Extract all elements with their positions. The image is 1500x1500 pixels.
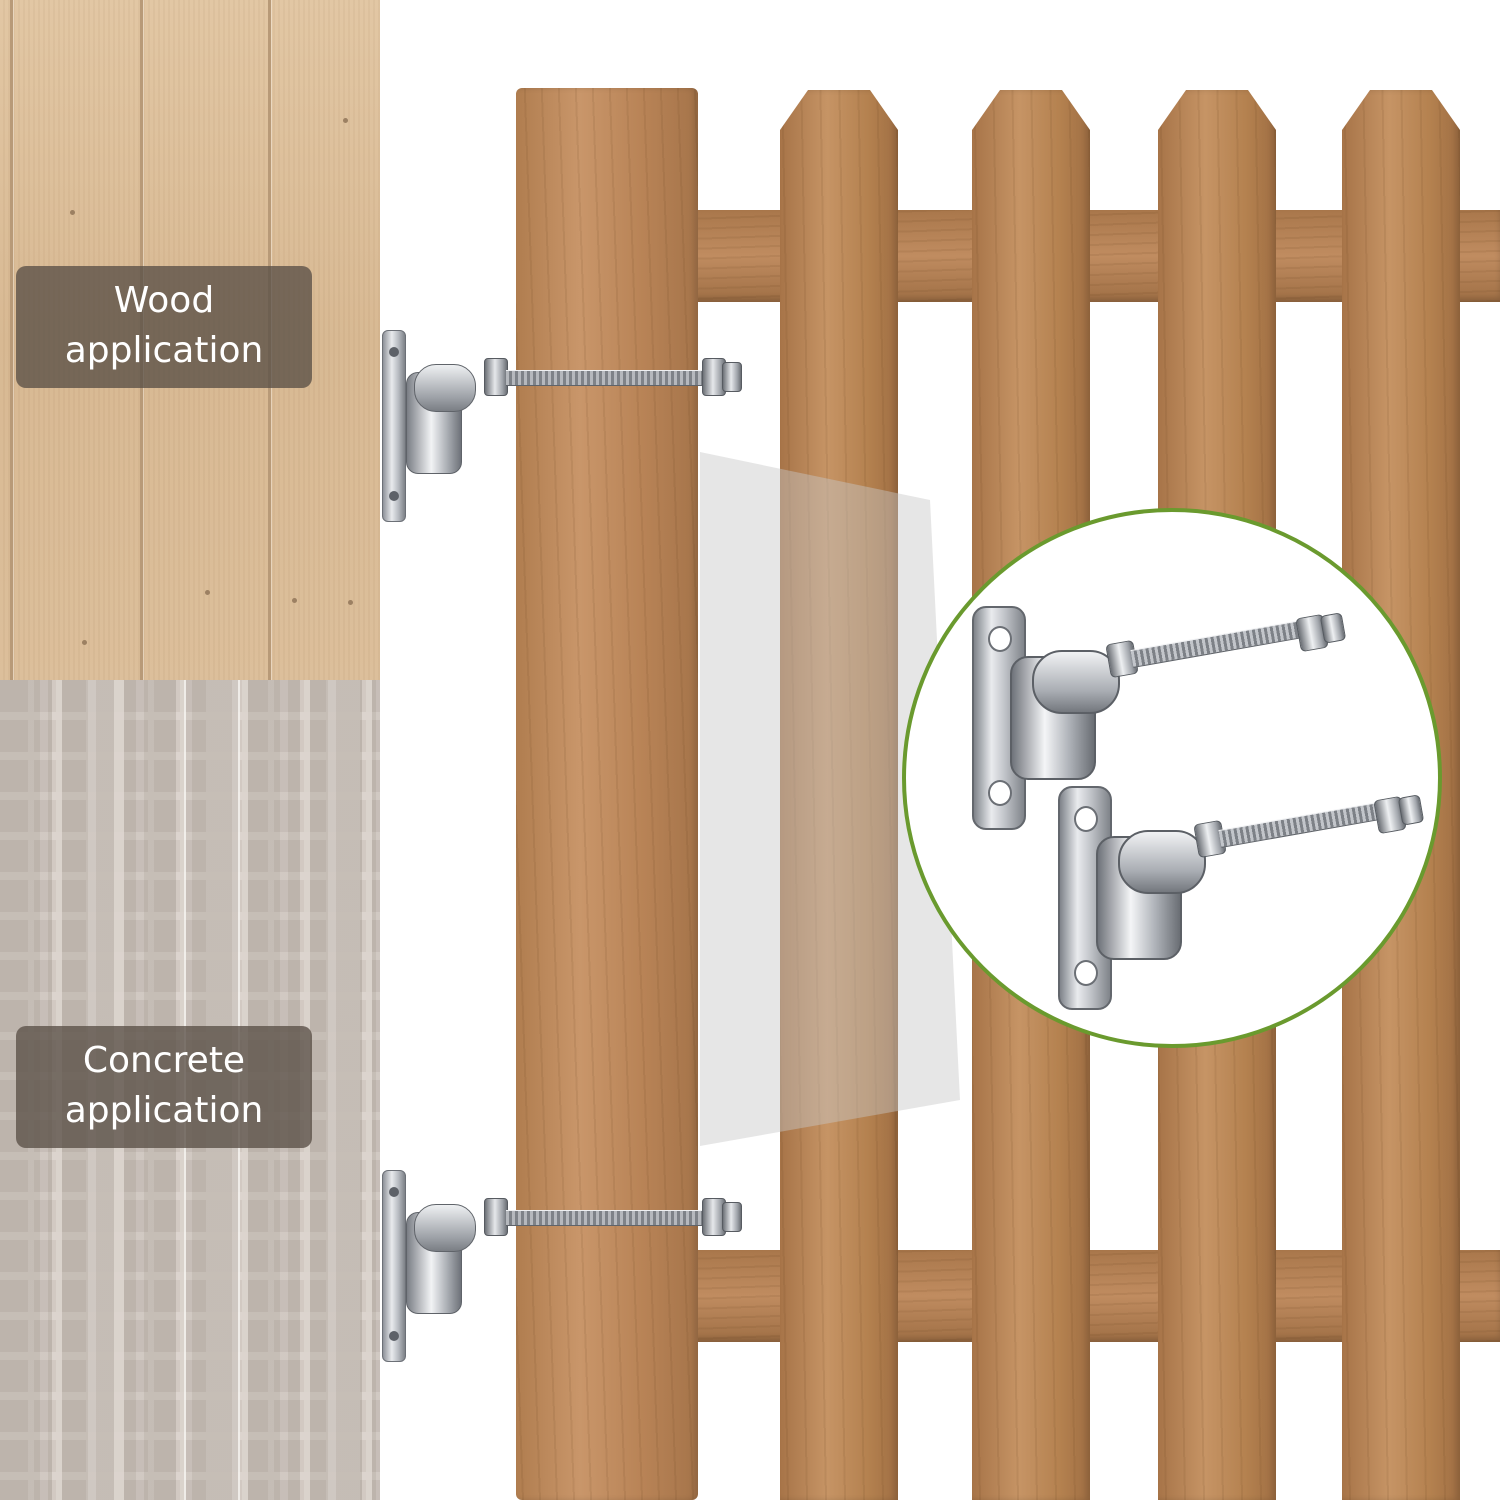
nail [343, 118, 348, 123]
plate-hole [389, 347, 399, 357]
hinge-eye [414, 1204, 476, 1252]
concrete-label-line2: application [64, 1090, 264, 1131]
product-hinge-nut [1397, 794, 1425, 826]
plate-hole [389, 1187, 399, 1197]
hinge-nut [722, 1202, 742, 1232]
fence-picket [780, 90, 898, 1500]
concrete-label-line1: Concrete [82, 1040, 246, 1081]
product-plate-hole [1074, 960, 1098, 986]
nail [348, 600, 353, 605]
hinge-eye [414, 364, 476, 412]
product-hinge-eye [1032, 650, 1120, 714]
product-zoom-circle [902, 508, 1442, 1048]
product-plate-hole [988, 626, 1012, 652]
nail [82, 640, 87, 645]
nail [292, 598, 297, 603]
concrete-application-label: Concrete application [16, 1026, 312, 1148]
hinge-nut [722, 362, 742, 392]
plank-seam [10, 0, 13, 680]
nail [70, 210, 75, 215]
product-hinge-nut [1319, 612, 1347, 644]
hinge-nut [484, 358, 508, 396]
hinge-wall-plate [382, 1170, 406, 1362]
product-plate-hole [1074, 806, 1098, 832]
product-hinge-eye [1118, 830, 1206, 894]
wood-label-line2: application [64, 330, 264, 371]
product-hinge-plate [1058, 786, 1112, 1010]
plate-hole [389, 1331, 399, 1341]
wood-application-label: Wood application [16, 266, 312, 388]
hinge-nut [484, 1198, 508, 1236]
gate-post [516, 88, 698, 1500]
hinge-threaded-rod [506, 1210, 702, 1226]
plate-hole [389, 491, 399, 501]
product-plate-hole [988, 780, 1012, 806]
nail [205, 590, 210, 595]
hinge-wall-plate [382, 330, 406, 522]
hinge-threaded-rod [506, 370, 702, 386]
wood-label-line1: Wood [113, 280, 215, 321]
